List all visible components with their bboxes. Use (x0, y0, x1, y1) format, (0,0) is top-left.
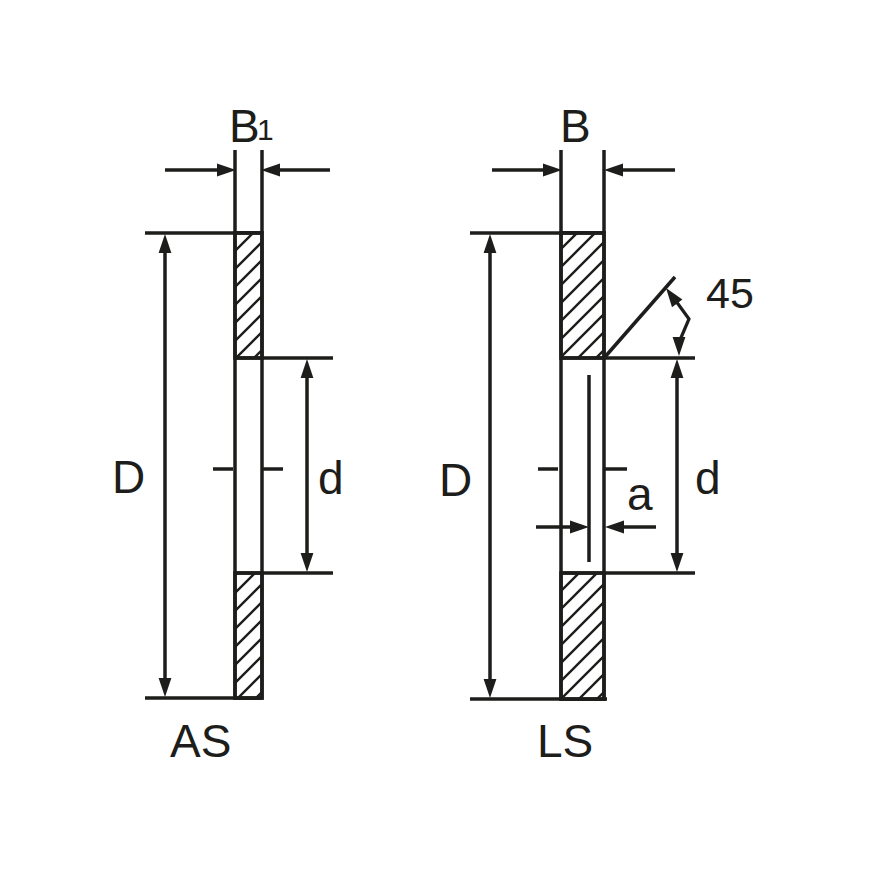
ls-bore-arrow-up-icon (671, 359, 684, 378)
as-outer-arrow-up-icon (159, 234, 172, 253)
ls-chamfer-line (604, 277, 675, 358)
as-hatch-top (235, 233, 262, 358)
ls-chamfer-angle-label: 45 (706, 269, 754, 317)
ls-thickness-label: B (560, 100, 591, 152)
as-outer-arrow-down-icon (159, 678, 172, 697)
ls-outer-arrow-down-icon (484, 679, 497, 698)
ls-step-width-label: a (627, 468, 653, 520)
as-bore-arrow-up-icon (301, 359, 314, 378)
ls-caption: LS (537, 715, 593, 767)
ls-hatch-bottom (561, 573, 604, 699)
ls-outer-arrow-up-icon (484, 234, 497, 253)
ls-b-arrow-left-icon (604, 164, 623, 177)
as-hatch-bottom (235, 573, 262, 698)
as-bore-arrow-down-icon (301, 553, 314, 572)
as-b1-arrow-right-icon (217, 164, 236, 177)
as-b1-arrow-left-icon (261, 164, 280, 177)
figure-ls: B D d a 45 LS (439, 100, 754, 767)
ls-bore-arrow-down-icon (671, 553, 684, 572)
as-thickness-subscript: 1 (257, 113, 274, 146)
ls-b-arrow-right-icon (543, 164, 562, 177)
ls-inner-diameter-label: d (695, 452, 721, 504)
ls-a-arrow-left-icon (605, 521, 624, 534)
ls-outer-diameter-label: D (439, 454, 472, 506)
ls-hatch-top (561, 233, 604, 358)
as-caption: AS (170, 715, 231, 767)
figure-as: B 1 D d AS (112, 100, 344, 767)
as-inner-diameter-label: d (318, 452, 344, 504)
as-outer-diameter-label: D (112, 451, 145, 503)
ls-angle-arrow-bottom-icon (673, 337, 686, 356)
as-thickness-label: B (229, 100, 260, 152)
